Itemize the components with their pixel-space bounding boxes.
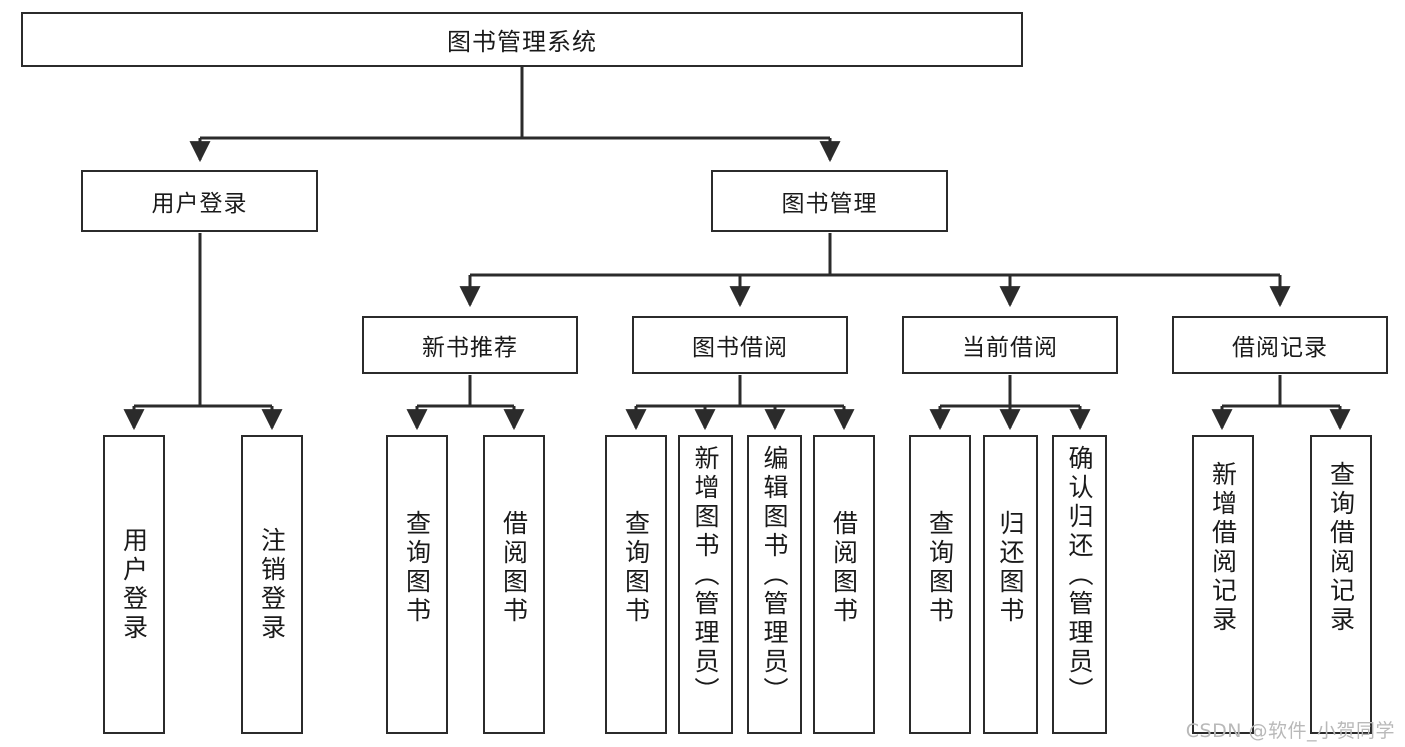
node-book-management-label: 图书管理 [781,191,878,217]
leaf-add-book-label: 新增图书（管理员） [691,445,720,706]
node-book-borrow-label: 图书借阅 [692,335,788,361]
leaf-add-borrow-record[interactable]: 新增借阅记录 [1192,435,1254,734]
node-current-borrow-label: 当前借阅 [962,335,1058,361]
leaf-user-login[interactable]: 用户登录 [103,435,165,734]
leaf-borrow-book-1-label: 借阅图书 [499,510,529,626]
leaf-logout[interactable]: 注销登录 [241,435,303,734]
leaf-query-borrow-record-label: 查询借阅记录 [1326,461,1356,635]
leaf-query-book-2[interactable]: 查询图书 [605,435,667,734]
leaf-return-book[interactable]: 归还图书 [983,435,1038,734]
leaf-add-borrow-record-label: 新增借阅记录 [1208,461,1238,635]
leaf-query-book-1-label: 查询图书 [402,510,432,626]
csdn-watermark: CSDN @软件_小贺同学 [1185,720,1395,742]
leaf-query-book-1[interactable]: 查询图书 [386,435,448,734]
node-book-borrow[interactable]: 图书借阅 [632,316,848,374]
node-new-book-recommend[interactable]: 新书推荐 [362,316,578,374]
node-root[interactable]: 图书管理系统 [21,12,1023,67]
node-current-borrow[interactable]: 当前借阅 [902,316,1118,374]
leaf-borrow-book-2-label: 借阅图书 [829,510,859,626]
leaf-user-login-label: 用户登录 [119,527,149,643]
node-user-login-label: 用户登录 [151,191,248,217]
leaf-return-book-label: 归还图书 [996,510,1025,626]
node-new-book-recommend-label: 新书推荐 [422,335,518,361]
leaf-add-book[interactable]: 新增图书（管理员） [678,435,733,734]
leaf-confirm-return[interactable]: 确认归还（管理员） [1052,435,1107,734]
leaf-logout-label: 注销登录 [257,527,287,643]
leaf-borrow-book-1[interactable]: 借阅图书 [483,435,545,734]
node-borrow-record-label: 借阅记录 [1232,335,1328,361]
leaf-borrow-book-2[interactable]: 借阅图书 [813,435,875,734]
node-user-login[interactable]: 用户登录 [81,170,318,232]
node-book-management[interactable]: 图书管理 [711,170,948,232]
leaf-query-book-3[interactable]: 查询图书 [909,435,971,734]
node-borrow-record[interactable]: 借阅记录 [1172,316,1388,374]
leaf-confirm-return-label: 确认归还（管理员） [1065,445,1094,706]
leaf-edit-book[interactable]: 编辑图书（管理员） [747,435,802,734]
leaf-query-borrow-record[interactable]: 查询借阅记录 [1310,435,1372,734]
leaf-query-book-3-label: 查询图书 [925,510,955,626]
node-root-label: 图书管理系统 [447,28,597,56]
leaf-query-book-2-label: 查询图书 [621,510,651,626]
leaf-edit-book-label: 编辑图书（管理员） [760,445,789,706]
